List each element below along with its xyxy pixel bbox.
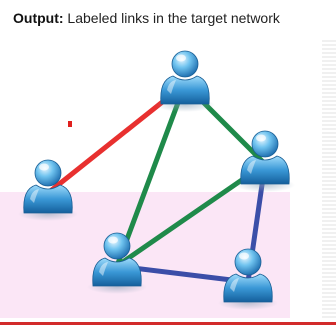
node-left-person-icon bbox=[18, 159, 78, 221]
node-right-person-icon bbox=[235, 130, 295, 192]
node-bottom-right-person-icon bbox=[218, 248, 278, 310]
link-right-bottom-left bbox=[114, 161, 268, 269]
node-top-person-icon bbox=[155, 50, 215, 112]
page-title: Output: Labeled links in the target netw… bbox=[13, 10, 280, 26]
link-top-bottom-left bbox=[114, 81, 188, 269]
right-edge-band bbox=[322, 38, 336, 320]
title-prefix: Output: bbox=[13, 10, 64, 26]
bottom-rule bbox=[0, 322, 336, 325]
red-marker bbox=[68, 121, 72, 127]
node-bottom-left-person-icon bbox=[87, 232, 147, 294]
title-text: Labeled links in the target network bbox=[63, 10, 280, 26]
